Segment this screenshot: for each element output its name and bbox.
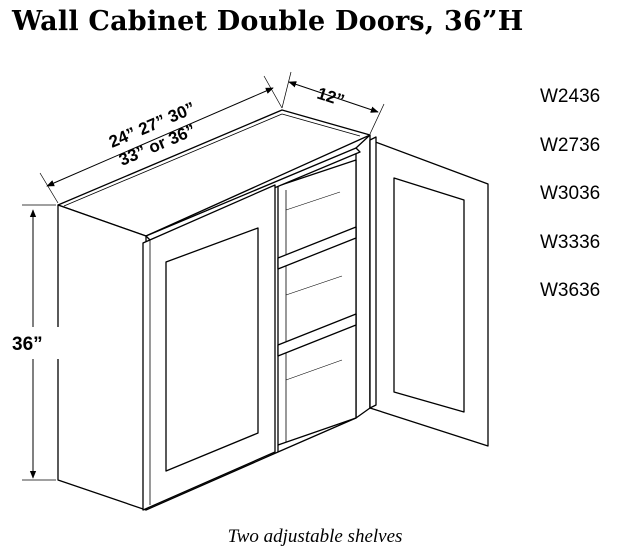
right-door-edge [369, 136, 377, 409]
model-code: W2436 [540, 86, 601, 107]
height-label: 36” [12, 334, 43, 355]
cabinet-right-stile [355, 134, 371, 419]
caption: Two adjustable shelves [227, 526, 403, 547]
model-code-list: W2436 W2736 W3036 W3336 W3636 [540, 86, 600, 329]
model-code: W3036 [540, 183, 601, 204]
model-code: W3336 [540, 231, 601, 253]
upper-shelf [277, 226, 357, 270]
left-door-panel [165, 227, 259, 472]
depth-label: 12” [315, 84, 347, 111]
lower-shelf [277, 313, 357, 357]
page-title: Wall Cabinet Double Doors, 36”H [12, 6, 524, 37]
model-code: W2736 [540, 134, 601, 156]
model-code: W3636 [540, 280, 601, 301]
right-door-panel [393, 177, 465, 413]
cabinet-interior [277, 159, 357, 446]
